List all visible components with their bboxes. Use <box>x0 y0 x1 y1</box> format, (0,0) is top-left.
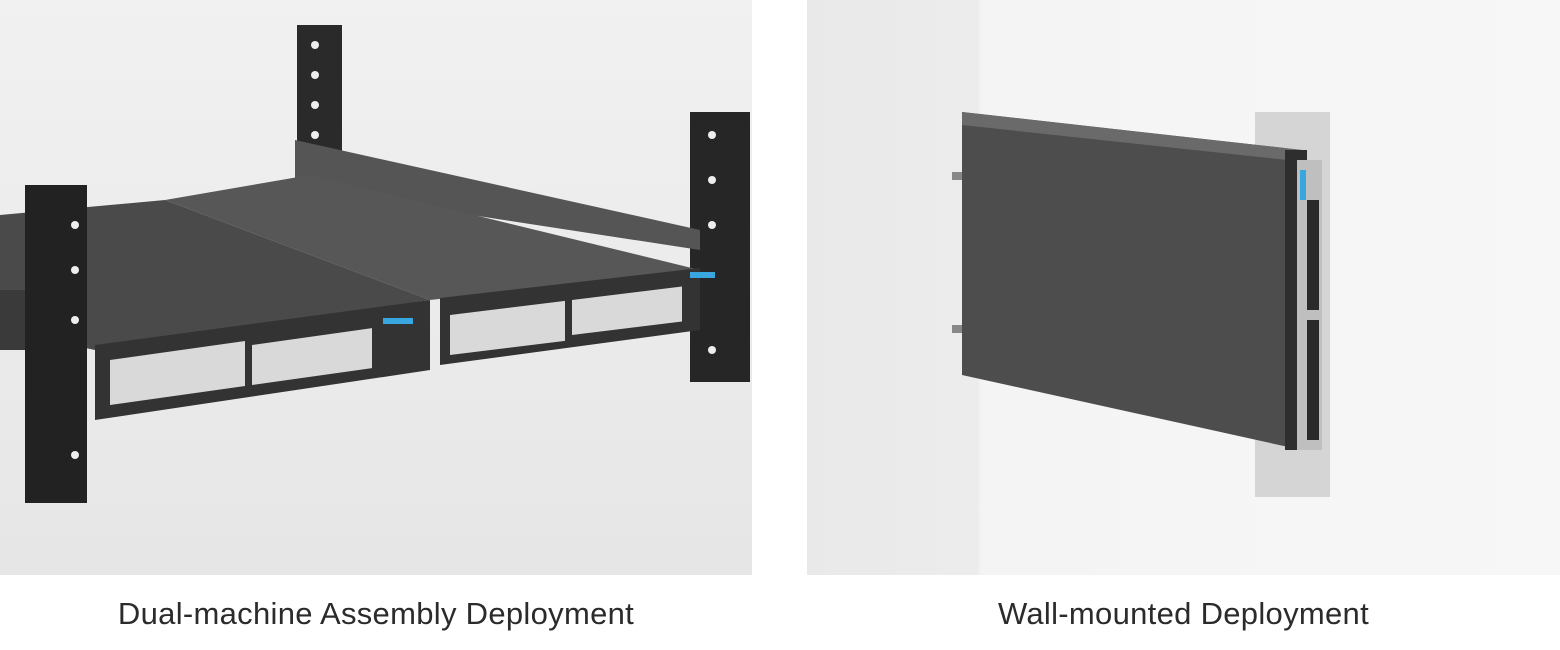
caption-wall-mounted: Wall-mounted Deployment <box>997 596 1369 631</box>
rack-post-front-left <box>25 185 87 503</box>
wall-deployment-image <box>807 0 1560 575</box>
switch-1-top <box>0 200 430 350</box>
wall-switch-illustration <box>952 112 1330 497</box>
switch-2-top <box>165 175 700 300</box>
caption-dual-machine: Dual-machine Assembly Deployment <box>117 596 635 631</box>
rack-switches-illustration <box>0 25 750 503</box>
rack-deployment-image <box>0 0 752 575</box>
switch-body <box>962 112 1302 450</box>
